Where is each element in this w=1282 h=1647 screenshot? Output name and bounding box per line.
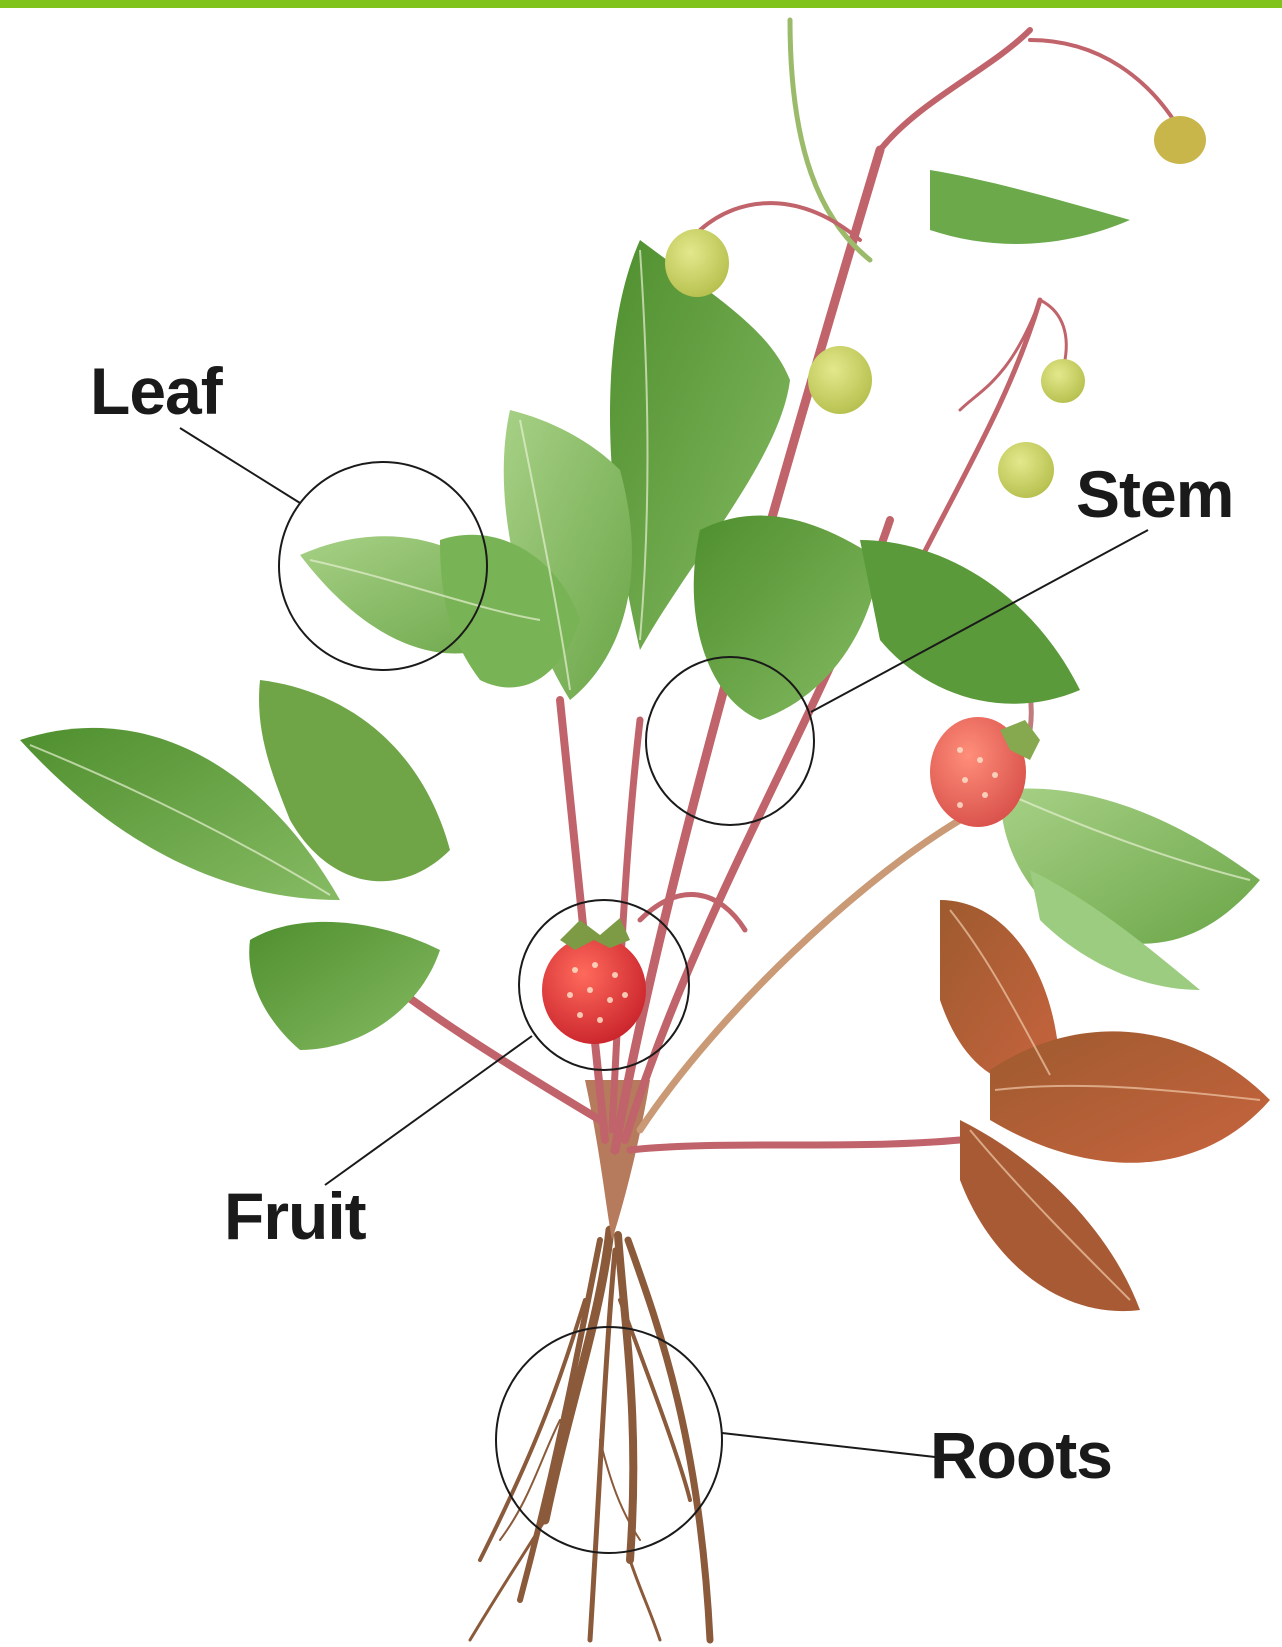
roots-group (470, 1230, 710, 1640)
leaf-label: Leaf (90, 358, 222, 424)
fruit-callout-line (325, 1036, 532, 1185)
roots-label: Roots (930, 1422, 1112, 1488)
leaf-callout-line (180, 428, 300, 503)
roots-callout-line (722, 1433, 935, 1457)
leaves-group (20, 170, 1270, 1311)
fruit-label: Fruit (224, 1183, 366, 1249)
stem-label: Stem (1076, 461, 1233, 527)
